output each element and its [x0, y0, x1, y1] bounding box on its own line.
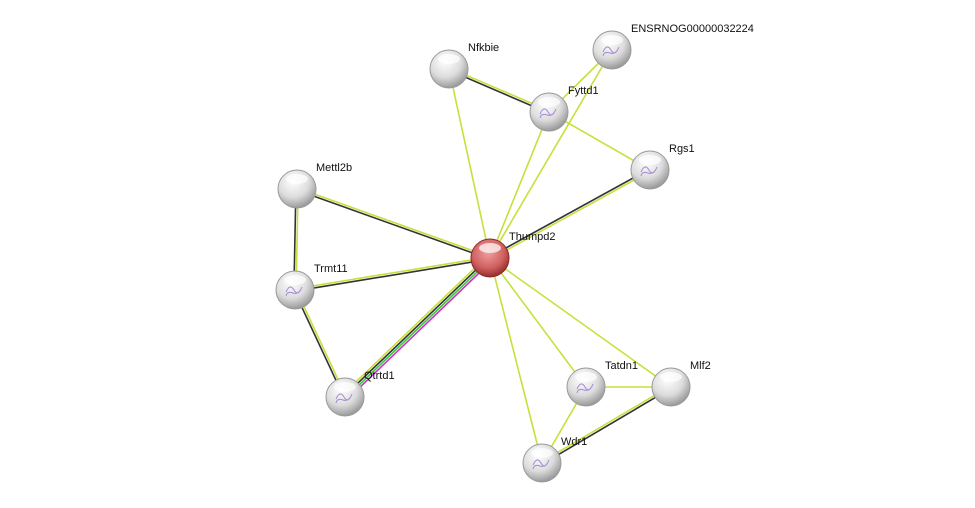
edge-Qtrtd1-Thumpd2-coexpression[interactable] [343, 256, 490, 397]
edge-Fyttd1-Thumpd2-textmining[interactable] [489, 111, 550, 259]
node-highlight [660, 372, 682, 382]
edge-Trmt11-Thumpd2-textmining[interactable] [294, 256, 490, 290]
node-highlight [284, 275, 306, 285]
protein-structure-icon [602, 46, 620, 57]
node-label: ENSRNOG00000032224 [631, 23, 754, 35]
edge-Qtrtd1-Thumpd2-database[interactable] [345, 258, 492, 399]
node-Qtrtd1[interactable]: Qtrtd1 [325, 370, 395, 417]
edge-Trmt11-Thumpd2-coexpression[interactable] [295, 258, 491, 292]
protein-structure-icon [335, 393, 353, 404]
protein-structure-icon [640, 166, 658, 177]
node-label: Mlf2 [690, 360, 711, 372]
node-label: Mettl2b [316, 162, 352, 174]
node-Thumpd2[interactable]: Thumpd2 [470, 231, 555, 278]
node-label: Fyttd1 [568, 85, 599, 97]
node-Mlf2[interactable]: Mlf2 [651, 360, 711, 407]
node-highlight [286, 174, 308, 184]
node-highlight [538, 97, 560, 107]
node-highlight [639, 155, 661, 165]
node-label: Rgs1 [669, 143, 695, 155]
node-Nfkbie[interactable]: Nfkbie [429, 42, 499, 89]
protein-structure-icon [532, 459, 550, 470]
edge-Thumpd2-Tatdn1-textmining[interactable] [489, 257, 587, 388]
node-Trmt11[interactable]: Trmt11 [275, 263, 348, 310]
node-highlight [601, 35, 623, 45]
protein-structure-icon [539, 108, 557, 119]
edge-Nfkbie-Thumpd2-textmining[interactable] [448, 68, 491, 259]
node-Mettl2b[interactable]: Mettl2b [277, 162, 352, 209]
node-highlight [479, 243, 501, 253]
node-label: Nfkbie [468, 42, 499, 54]
node-label: Trmt11 [314, 263, 348, 275]
node-label: Tatdn1 [605, 360, 638, 372]
edge-Trmt11-Qtrtd1-textmining[interactable] [295, 289, 347, 397]
node-highlight [531, 448, 553, 458]
edge-Wdr1-Mlf2-textmining[interactable] [541, 385, 671, 463]
edge-Rgs1-Thumpd2-coexpression[interactable] [489, 168, 650, 258]
edge-Mettl2b-Thumpd2-textmining[interactable] [297, 187, 491, 258]
node-Fyttd1[interactable]: Fyttd1 [529, 85, 599, 132]
node-label: Wdr1 [561, 436, 587, 448]
edge-Mettl2b-Thumpd2-coexpression[interactable] [296, 189, 490, 260]
edge-Thumpd2-Mlf2-textmining[interactable] [489, 257, 672, 388]
edge-Thumpd2-Wdr1-textmining[interactable] [489, 257, 543, 464]
node-Wdr1[interactable]: Wdr1 [522, 436, 587, 483]
node-Rgs1[interactable]: Rgs1 [630, 143, 695, 190]
protein-structure-icon [576, 383, 594, 394]
edge-ENSRNOG-Thumpd2-textmining[interactable] [489, 49, 613, 259]
edge-Wdr1-Mlf2-coexpression[interactable] [542, 387, 672, 465]
nodes-layer: Thumpd2 Nfkbie ENSRNOG00000032224Fyttd1Rgs… [275, 23, 754, 483]
edge-Rgs1-Thumpd2-textmining[interactable] [490, 170, 651, 260]
protein-structure-icon [285, 286, 303, 297]
node-ENSRNOG[interactable]: ENSRNOG00000032224 [592, 23, 754, 70]
node-label: Qtrtd1 [364, 370, 395, 382]
edge-Qtrtd1-Thumpd2-textmining[interactable] [342, 255, 489, 396]
edge-Qtrtd1-Thumpd2-experiments[interactable] [346, 259, 493, 400]
node-label: Thumpd2 [509, 231, 555, 243]
node-highlight [334, 382, 356, 392]
edge-Trmt11-Qtrtd1-coexpression[interactable] [293, 290, 345, 398]
node-Tatdn1[interactable]: Tatdn1 [566, 360, 638, 407]
node-highlight [575, 372, 597, 382]
node-highlight [438, 54, 460, 64]
